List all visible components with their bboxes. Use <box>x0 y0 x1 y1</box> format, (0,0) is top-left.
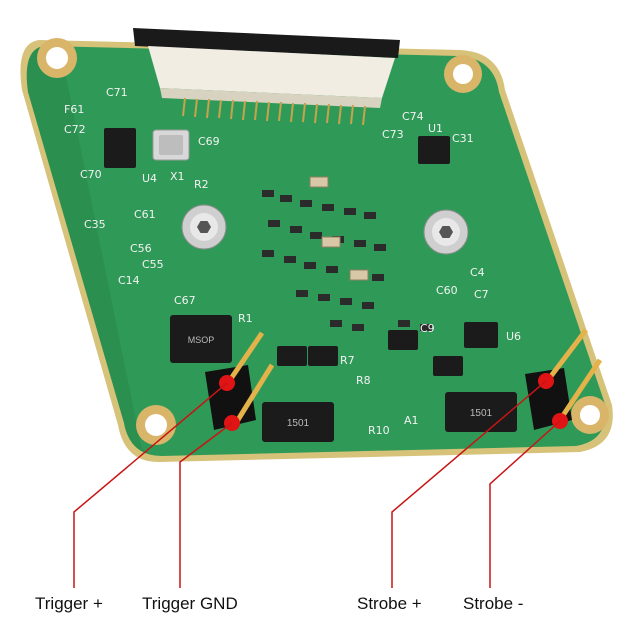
label-r10: R10 <box>368 424 390 437</box>
trigger-gnd-leader <box>179 422 233 588</box>
label-r2: R2 <box>194 178 209 191</box>
strobe-plus-label: Strobe + <box>357 594 422 613</box>
label-c7: C7 <box>474 288 489 301</box>
label-a1: A1 <box>404 414 419 427</box>
screw-right <box>423 209 469 255</box>
label-r7: R7 <box>340 354 355 367</box>
label-c14: C14 <box>118 274 140 287</box>
label-c9: C9 <box>420 322 435 335</box>
fpc-connector <box>133 28 400 126</box>
ic-u4 <box>104 128 136 168</box>
label-c71: C71 <box>106 86 128 99</box>
ic-u8: 1501 <box>445 392 517 432</box>
ic-u2-marking: MSOP <box>188 335 215 345</box>
passive-components <box>262 190 432 331</box>
crystal-x1 <box>152 129 190 161</box>
ic-u2: MSOP <box>170 315 232 363</box>
beige-components <box>309 176 369 281</box>
trigger-plus-leader <box>73 382 228 588</box>
strobe-plus-leader <box>391 380 547 588</box>
leader-lines <box>73 380 561 588</box>
label-f61: F61 <box>64 103 84 116</box>
transistors <box>277 330 463 376</box>
ic-u7-marking: 1501 <box>287 418 310 429</box>
strobe-minus-label: Strobe - <box>463 594 524 613</box>
label-c67: C67 <box>174 294 196 307</box>
label-c4: C4 <box>470 266 485 279</box>
label-r1: R1 <box>238 312 253 325</box>
label-c56: C56 <box>130 242 152 255</box>
label-c70: C70 <box>80 168 102 181</box>
trigger-gnd-label: Trigger GND <box>142 594 238 613</box>
trigger-plus-label: Trigger + <box>35 594 103 613</box>
ic-u6 <box>464 322 498 348</box>
mounting-hole-top-right <box>444 55 482 93</box>
ic-u1 <box>418 136 450 164</box>
label-c74: C74 <box>402 110 424 123</box>
label-c73: C73 <box>382 128 404 141</box>
ic-u7: 1501 <box>262 402 334 442</box>
mounting-hole-bottom-left <box>136 405 176 445</box>
mounting-hole-bottom-right <box>571 396 609 434</box>
label-c69: C69 <box>198 135 220 148</box>
board-shading <box>26 46 162 456</box>
label-c31: C31 <box>452 132 474 145</box>
label-c60: C60 <box>436 284 458 297</box>
ic-u8-marking: 1501 <box>470 408 493 419</box>
label-r8: R8 <box>356 374 371 387</box>
label-c35: C35 <box>84 218 106 231</box>
label-c55: C55 <box>142 258 164 271</box>
mounting-hole-top-left <box>37 38 77 78</box>
label-c61: C61 <box>134 208 156 221</box>
silkscreen: C71 F61 C72 C70 C69 X1 R2 U4 C61 C35 C56… <box>64 86 521 437</box>
trigger-header <box>205 331 275 430</box>
strobe-minus-leader <box>489 420 561 588</box>
label-u6: U6 <box>506 330 521 343</box>
label-c72: C72 <box>64 123 86 136</box>
label-u1: U1 <box>428 122 443 135</box>
label-x1: X1 <box>170 170 185 183</box>
screw-left <box>181 204 227 250</box>
label-u4: U4 <box>142 172 157 185</box>
connector-pins <box>182 97 366 126</box>
mounting-holes <box>37 38 609 445</box>
